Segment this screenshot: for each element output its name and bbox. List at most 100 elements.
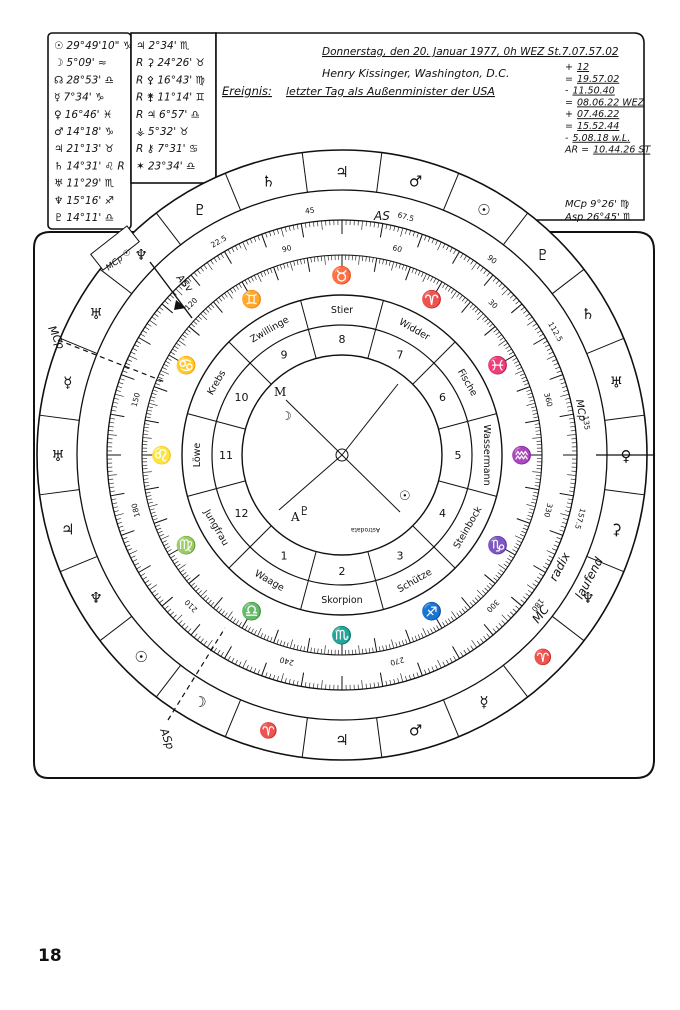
calc-operator: + (565, 109, 573, 120)
outer-planet-glyph: ♇ (536, 246, 549, 264)
inner-scale-tick (430, 276, 434, 282)
planet-entry: ♄14°31' ♌ R (54, 160, 125, 172)
outer-scale-tick (167, 297, 172, 302)
zodiac-spoke (412, 525, 456, 569)
outer-ring-planet-glyphs: ♄♃♂☉♇♄♅♀⚳♆♈☿♂♃♈☽☉♆♃♅☿♅♆♇ (51, 163, 631, 749)
outer-scale-tick (147, 323, 152, 327)
inner-scale-tick (447, 287, 452, 292)
inner-scale-tick (283, 263, 286, 269)
inner-scale-tick (260, 633, 263, 638)
inner-scale-tick (296, 644, 299, 650)
outer-scale-tick (416, 672, 419, 678)
zodiac-glyph: ♏ (331, 625, 352, 646)
zodiac-glyph: ♌ (151, 445, 172, 466)
outer-scale-tick (265, 232, 268, 238)
outer-scale-tick (227, 656, 231, 661)
calc-value: 5.08.18 w.L. (572, 133, 630, 144)
outer-scale-tick (408, 674, 411, 680)
outer-scale-tick (108, 478, 114, 480)
outer-scale-tick (563, 389, 568, 392)
hypothetical-glyph: ⚶ (136, 126, 145, 138)
outer-scale-tick (169, 611, 174, 616)
outer-scale-tick (117, 521, 123, 524)
inner-scale-tick (235, 620, 239, 625)
outer-planet-glyph: ☉ (134, 648, 147, 666)
outer-scale-tick (549, 374, 563, 380)
inner-scale-tick (442, 283, 446, 289)
outer-scale-tick (235, 659, 238, 665)
outer-ring-spoke (99, 615, 133, 642)
inner-scale-tick (502, 354, 516, 363)
outer-scale-tick (178, 285, 183, 290)
zodiac-glyph: ♉ (331, 265, 352, 286)
planet-position: 21°13' ♉ (66, 143, 114, 155)
outer-scale-tick (559, 378, 565, 381)
inner-scale-tick (421, 272, 424, 277)
outer-planet-glyph: ♃ (335, 163, 348, 181)
outer-scale-tick (107, 434, 117, 436)
outer-scale-tick (449, 247, 453, 253)
outer-scale-tick (249, 666, 253, 672)
outer-scale-tick (112, 506, 118, 509)
planet-glyph: ♂ (54, 126, 63, 138)
outer-scale-tick (570, 426, 576, 428)
outer-scale-tick (164, 300, 169, 305)
outer-scale-tick (108, 430, 114, 432)
outer-planet-glyph: ♂ (409, 721, 422, 739)
outer-scale-tick (123, 366, 129, 370)
inner-scale-tick (202, 595, 207, 600)
board-outline (33, 231, 655, 779)
inner-scale-tick (474, 308, 479, 313)
inner-scale-tick (533, 416, 539, 419)
inner-scale-tick (153, 518, 168, 524)
sector-spokes (39, 152, 645, 758)
outer-scale-tick (217, 255, 221, 261)
outer-scale-tick (561, 386, 567, 389)
outer-scale-tick (427, 236, 431, 242)
outer-scale-tick (169, 294, 174, 299)
outer-planet-glyph: ☿ (63, 373, 72, 391)
outer-scale-tick (116, 518, 121, 521)
inner-scale-tick (532, 413, 538, 415)
inner-scale-tick (436, 625, 440, 631)
zodiac-spoke (438, 480, 497, 497)
inner-scale-tick (414, 269, 418, 275)
inner-scale-tick (184, 574, 189, 579)
zodiac-glyph: ♐ (421, 601, 442, 622)
outer-scale-tick (498, 282, 503, 287)
inner-scale-tick (461, 597, 471, 609)
inner-scale-tick (498, 340, 507, 346)
inner-scale-tick (503, 342, 508, 347)
inner-scale-tick (508, 555, 514, 559)
outer-scale-tick (486, 633, 491, 638)
outer-planet-glyph: ♅ (89, 305, 102, 323)
hypothetical-glyph: R ⚴ (136, 74, 154, 86)
hypothetical-entry: ✶23°34' ♎ (136, 160, 195, 172)
inner-scale-tick (516, 386, 531, 392)
outer-scale-tick (510, 611, 515, 616)
outer-scale-tick (495, 625, 500, 630)
inner-scale-tick (451, 611, 457, 620)
outer-scale-tick (523, 310, 528, 314)
inner-scale-tick (241, 615, 250, 629)
label-m: M (274, 385, 286, 399)
outer-scale-tick (109, 421, 115, 424)
outer-scale-tick (417, 662, 423, 676)
inner-scale-tick (405, 266, 411, 281)
outer-scale-tick (393, 225, 396, 231)
outer-scale-tick (118, 525, 124, 528)
inner-scale-tick (293, 644, 296, 650)
hypothetical-entry: ⚶5°32' ♉ (136, 126, 189, 138)
outer-scale-tick (446, 245, 449, 251)
mcp-dashed-line (57, 339, 166, 383)
inner-scale-tick (147, 409, 153, 412)
inner-scale-tick (273, 266, 279, 281)
outer-scale-tick (563, 518, 568, 521)
inner-scale-tick (401, 264, 405, 270)
mid-scale-label: 240 (278, 655, 294, 667)
mcp-note: MCp 9°26' ♍ (565, 199, 629, 210)
outer-ring-spoke (442, 173, 460, 211)
zodiac-spoke (300, 551, 317, 610)
inner-scale-tick (266, 269, 270, 275)
outer-scale-tick (470, 645, 474, 650)
